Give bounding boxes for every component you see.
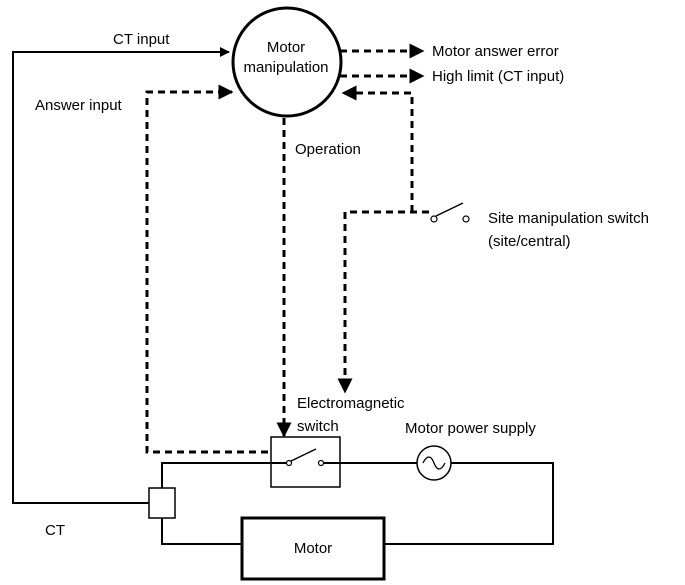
motor-manipulation-label-line1: Motor — [267, 39, 305, 56]
motor-manipulation-circle — [231, 6, 343, 118]
site-switch-label-line1: Site manipulation switch — [488, 210, 649, 227]
high-limit-label: High limit (CT input) — [432, 68, 564, 85]
motor-answer-error-label: Motor answer error — [432, 43, 559, 60]
sine-wave — [422, 456, 446, 470]
motor-label: Motor — [294, 540, 332, 557]
power-circuit-right-line — [384, 462, 554, 545]
power-circuit-top-line — [161, 462, 287, 488]
ct-input-label: CT input — [113, 31, 170, 48]
site-switch-label-line2: (site/central) — [488, 233, 571, 250]
operation-label: Operation — [295, 141, 361, 158]
electromagnetic-switch-label-line1: Electromagnetic — [297, 395, 405, 412]
answer-input-label: Answer input — [35, 97, 123, 114]
motor-manipulation-label-line2: manipulation — [243, 59, 328, 76]
site-switch-icon — [430, 202, 470, 223]
power-circuit-left-bottom-line — [161, 518, 242, 545]
ct-box — [148, 487, 176, 519]
site-switch-to-electromagnetic-line — [337, 210, 429, 394]
ct-input-line — [12, 47, 230, 504]
answer-input-line — [145, 84, 280, 454]
electromagnetic-switch-icon — [285, 448, 325, 467]
electromagnetic-switch-label-line2: switch — [297, 418, 339, 435]
motor-power-supply-label: Motor power supply — [405, 420, 536, 437]
ct-label: CT — [45, 522, 65, 539]
site-switch-feedback-line — [341, 85, 414, 212]
motor-box — [240, 516, 386, 581]
